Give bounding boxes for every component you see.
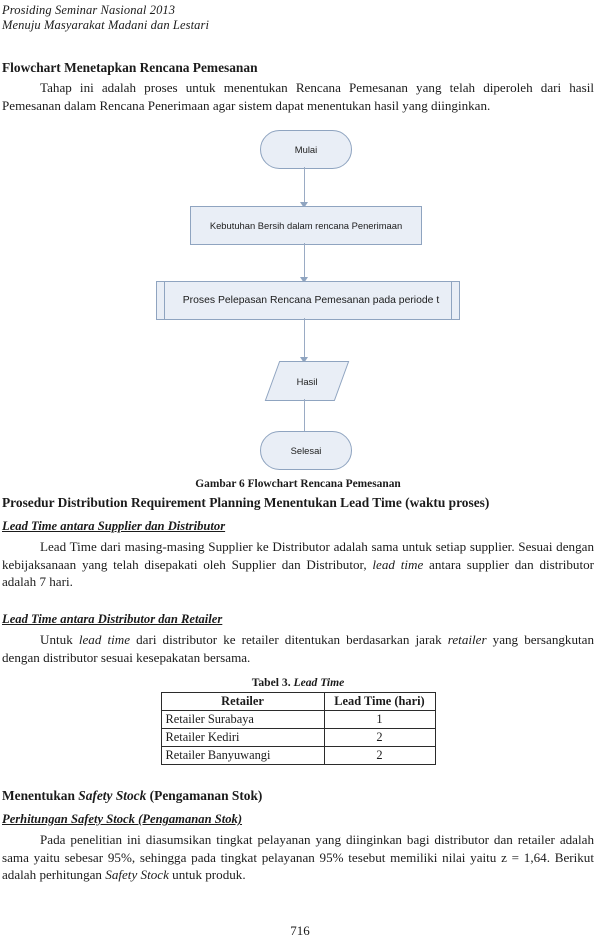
sub1-heading: Lead Time antara Supplier dan Distributo… xyxy=(2,519,226,534)
safety-stock-heading-b: (Pengamanan Stok) xyxy=(146,788,263,804)
table-caption: Tabel 3. Lead Time xyxy=(2,676,594,689)
running-head-line-1: Prosiding Seminar Nasional 2013 xyxy=(2,3,176,17)
predefined-left-bar xyxy=(164,282,165,320)
arrowhead-3 xyxy=(300,357,308,364)
sub1-heading-wrap: Lead Time antara Supplier dan Distributo… xyxy=(2,511,594,535)
safety-stock-heading-italic: Safety Stock xyxy=(78,788,147,804)
figure-caption: Gambar 6 Flowchart Rencana Pemesanan xyxy=(195,478,401,491)
table-caption-label: Tabel 3. xyxy=(251,676,291,690)
connector-proses-hasil xyxy=(304,318,305,361)
safety-paragraph-italic: Safety Stock xyxy=(105,867,169,883)
flowchart-heading: Flowchart Menetapkan Rencana Pemesanan xyxy=(2,60,258,75)
table-cell-retailer: Retailer Banyuwangi xyxy=(160,746,325,766)
sub2-heading: Lead Time antara Distributor dan Retaile… xyxy=(2,611,223,626)
connector-kebutuhan-proses xyxy=(304,243,305,281)
table-caption-title: Lead Time xyxy=(293,676,345,690)
page-number: 716 xyxy=(290,923,310,938)
table-cell-leadtime: 1 xyxy=(323,710,436,730)
connector-mulai-kebutuhan xyxy=(304,167,305,206)
table-cell-leadtime: 2 xyxy=(323,728,436,748)
table-cell-retailer: Retailer Kediri xyxy=(160,728,325,748)
flow-node-kebutuhan: Kebutuhan Bersih dalam rencana Penerimaa… xyxy=(190,206,422,246)
sub1-paragraph-b: antara supplier dan distributor adalah 7… xyxy=(2,556,594,590)
flow-node-proses-label: Proses Pelepasan Rencana Pemesanan pada … xyxy=(182,295,440,307)
flow-node-selesai-label: Selesai xyxy=(290,445,322,457)
flow-node-hasil-label: Hasil xyxy=(296,375,318,387)
predefined-right-bar xyxy=(451,282,452,320)
lead-time-table: Retailer Lead Time (hari) Retailer Surab… xyxy=(160,692,436,766)
sub2-heading-wrap: Lead Time antara Distributor dan Retaile… xyxy=(2,604,594,628)
sub1-paragraph-italic: lead time xyxy=(372,556,424,572)
flowchart-diagram: Mulai Kebutuhan Bersih dalam rencana Pen… xyxy=(2,122,594,490)
sub1-paragraph: Lead Time dari masing-masing Supplier ke… xyxy=(2,538,594,591)
safety-sub-heading-wrap: Perhitungan Safety Stock (Pengamanan Sto… xyxy=(2,804,594,828)
safety-sub-heading: Perhitungan Safety Stock (Pengamanan Sto… xyxy=(2,812,243,827)
safety-stock-paragraph: Pada penelitian ini diasumsikan tingkat … xyxy=(2,831,594,884)
arrowhead-2 xyxy=(300,277,308,284)
sub2-paragraph-b: dari distributor ke retailer ditentukan … xyxy=(130,631,448,647)
flow-node-hasil-inner: Hasil xyxy=(273,362,341,400)
connector-hasil-selesai xyxy=(304,399,305,435)
safety-paragraph-b: untuk produk. xyxy=(168,867,246,883)
flow-node-mulai: Mulai xyxy=(260,130,352,170)
sub2-paragraph-c: yang bersangkutan dengan distributor ses… xyxy=(2,631,595,665)
safety-paragraph-a: Pada penelitian ini diasumsikan tingkat … xyxy=(2,832,594,883)
running-head: Prosiding Seminar Nasional 2013 Menuju M… xyxy=(2,0,594,33)
table-row: Retailer Banyuwangi 2 xyxy=(160,746,436,766)
sub2-paragraph-it1: lead time xyxy=(78,631,131,647)
flow-node-hasil: Hasil xyxy=(264,361,350,402)
sub2-paragraph-it2: retailer xyxy=(447,631,487,647)
table-header-row: Retailer Lead Time (hari) xyxy=(160,692,436,712)
table-cell-retailer: Retailer Surabaya xyxy=(160,710,325,730)
safety-stock-heading-a: Menentukan xyxy=(2,788,79,804)
sub2-paragraph-a: Untuk xyxy=(40,631,79,647)
running-head-line-2: Menuju Masyarakat Madani dan Lestari xyxy=(2,18,210,32)
sub2-paragraph: Untuk lead time dari distributor ke reta… xyxy=(2,631,594,666)
flow-node-mulai-label: Mulai xyxy=(294,144,318,156)
safety-stock-heading: Menentukan Safety Stock (Pengamanan Stok… xyxy=(2,787,594,804)
flow-node-kebutuhan-label: Kebutuhan Bersih dalam rencana Penerimaa… xyxy=(209,220,403,232)
table-row: Retailer Kediri 2 xyxy=(160,728,436,748)
flow-node-selesai: Selesai xyxy=(260,431,352,471)
table-header-lead-time: Lead Time (hari) xyxy=(323,692,436,712)
sub1-paragraph-a: Lead Time dari masing-masing Supplier ke… xyxy=(2,539,594,572)
flowchart-paragraph: Tahap ini adalah proses untuk menentukan… xyxy=(2,80,594,113)
prosedur-heading: Prosedur Distribution Requirement Planni… xyxy=(2,495,490,511)
table-row: Retailer Surabaya 1 xyxy=(160,710,436,730)
flow-node-proses: Proses Pelepasan Rencana Pemesanan pada … xyxy=(156,281,460,321)
table-cell-leadtime: 2 xyxy=(323,746,436,766)
arrowhead-1 xyxy=(300,202,308,209)
table-header-retailer: Retailer xyxy=(160,692,325,712)
